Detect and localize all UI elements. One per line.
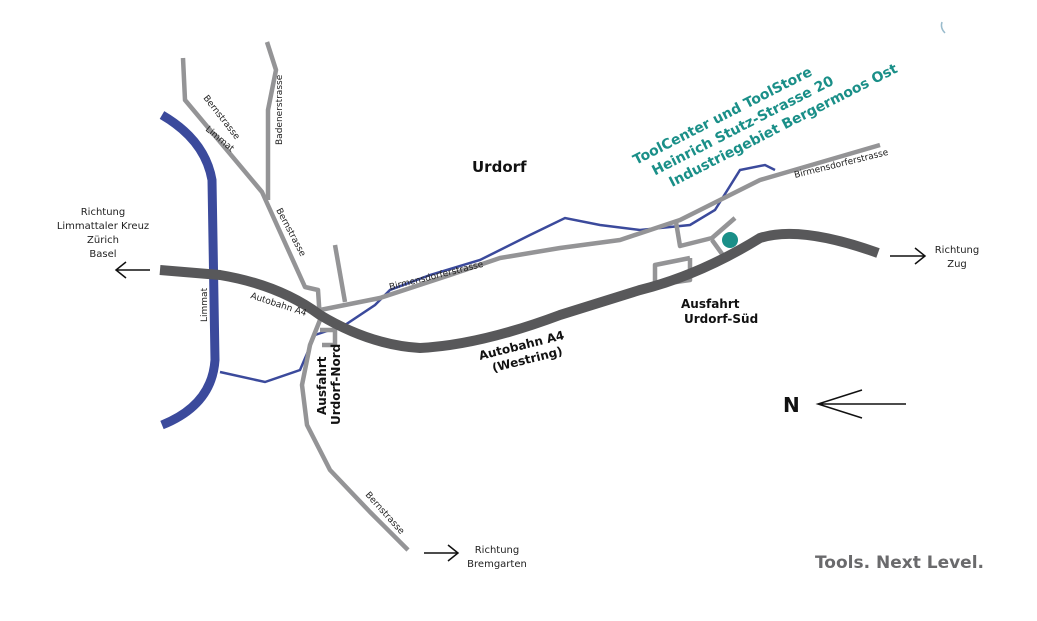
place-label: Urdorf xyxy=(472,158,527,176)
direction-west-line4: Basel xyxy=(89,249,116,260)
north-indicator: N xyxy=(783,389,906,419)
badenerstrasse-label: Badenerstrasse xyxy=(275,74,285,145)
direction-south: Richtung Bremgarten xyxy=(424,544,527,570)
north-label: N xyxy=(783,393,800,417)
exit-sued-line2: Urdorf-Süd xyxy=(684,312,758,326)
exit-sued-label: Ausfahrt Urdorf-Süd xyxy=(681,297,758,326)
decorative-glyph-icon xyxy=(940,21,946,34)
direction-south-line2: Bremgarten xyxy=(467,559,527,570)
destination-label: ToolCenter und ToolStore Heinrich Stutz-… xyxy=(631,61,901,191)
direction-west-line1: Richtung xyxy=(81,207,126,218)
badenerstrasse-road xyxy=(264,41,279,200)
exit-sued-line1: Ausfahrt xyxy=(681,297,740,311)
birmensdorferstrasse-road xyxy=(319,142,881,313)
birmensdorferstrasse-label: Birmensdorferstrasse xyxy=(388,260,485,293)
bernstrasse-road xyxy=(180,57,410,552)
exit-nord-line1: Ausfahrt xyxy=(315,356,329,415)
direction-east-line2: Zug xyxy=(947,259,967,270)
location-marker[interactable] xyxy=(722,232,738,248)
destination-line2: Heinrich Stutz-Strasse 20 xyxy=(649,73,836,179)
direction-east-line1: Richtung xyxy=(935,245,980,256)
direction-east: Richtung Zug xyxy=(890,245,979,270)
north-arrow-icon xyxy=(815,389,906,419)
direction-west-line3: Zürich xyxy=(87,235,119,246)
limmat-label-2: Limmat xyxy=(200,287,210,322)
slogan: Tools. Next Level. xyxy=(815,553,984,573)
exit-nord-label: Ausfahrt Urdorf-Nord xyxy=(315,344,343,425)
arrow-right-icon xyxy=(424,544,460,562)
exit-nord-line2: Urdorf-Nord xyxy=(329,344,343,425)
autobahn-a4 xyxy=(159,228,880,354)
direction-west: Richtung Limmattaler Kreuz Zürich Basel xyxy=(57,207,150,279)
arrow-right-icon xyxy=(890,247,927,265)
arrow-left-icon xyxy=(114,261,150,279)
side-road xyxy=(332,244,348,303)
exit-nord-loop xyxy=(320,327,338,348)
direction-south-line1: Richtung xyxy=(475,545,520,556)
direction-west-line2: Limmattaler Kreuz xyxy=(57,221,149,232)
